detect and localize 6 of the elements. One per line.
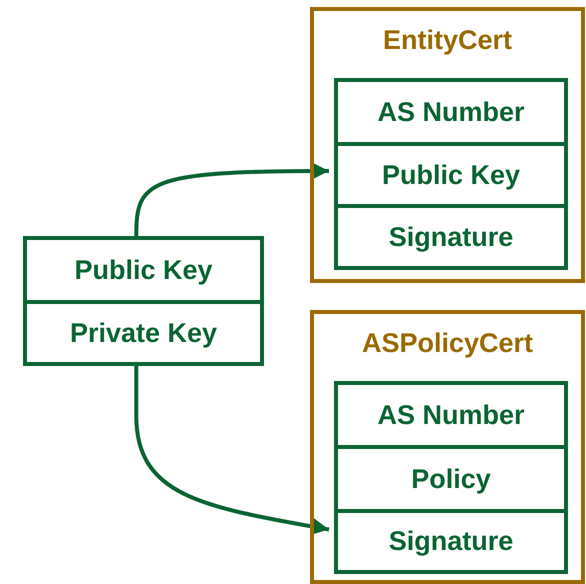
certificate-container xyxy=(310,310,585,584)
arrow xyxy=(134,162,330,236)
certificate-title: EntityCert xyxy=(382,25,513,56)
certificate-title: ASPolicyCert xyxy=(360,328,534,359)
arrow xyxy=(134,366,330,536)
certificate-container xyxy=(310,7,585,283)
